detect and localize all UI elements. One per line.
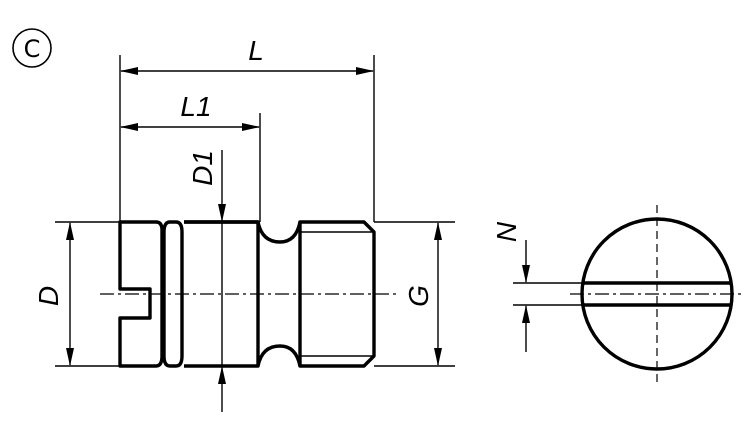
neck <box>256 221 302 367</box>
dimension-d: D <box>33 222 74 366</box>
view-label-badge: C <box>12 28 52 68</box>
view-label: C <box>24 35 41 63</box>
screw-head <box>118 220 164 368</box>
end-view <box>513 205 745 383</box>
dimension-l: L <box>120 35 374 75</box>
dimension-d1: D1 <box>187 150 226 412</box>
dim-label-d1: D1 <box>187 150 218 186</box>
side-view <box>55 55 455 368</box>
dimension-l1: L1 <box>120 91 260 131</box>
dim-label-l: L <box>248 35 264 66</box>
dimension-g: G <box>403 222 442 366</box>
dim-label-g: G <box>403 285 434 307</box>
groove-ring <box>162 220 184 368</box>
dim-label-d: D <box>33 286 64 306</box>
dimension-n: N <box>491 221 530 352</box>
dim-label-n: N <box>491 221 522 242</box>
dim-label-l1: L1 <box>180 91 211 122</box>
